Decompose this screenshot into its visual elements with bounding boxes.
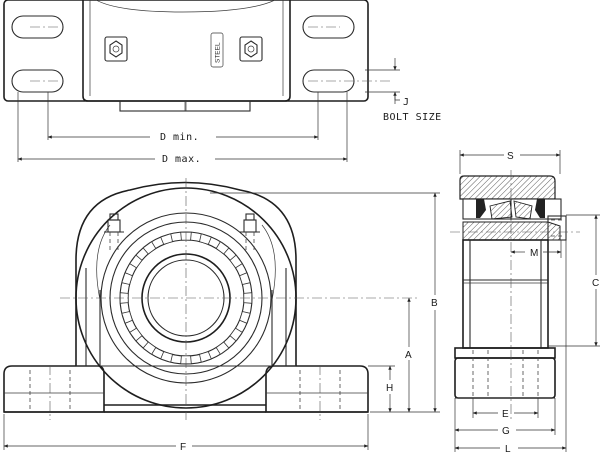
collar-tooth [142, 341, 157, 355]
side-view: S M C E G L [450, 150, 600, 455]
base-left-pad [3, 365, 105, 413]
dim-label-b: B [431, 298, 438, 309]
dim-label-a: A [405, 350, 412, 361]
collar-tooth [229, 254, 243, 269]
locking-collar-teeth [119, 231, 253, 365]
collar-tooth [215, 341, 230, 355]
grease-fitting-icon [104, 36, 128, 62]
base-plate-outline [3, 0, 369, 102]
dim-label-bolt-size: BOLT SIZE [383, 112, 442, 123]
grease-fitting-icon [104, 213, 124, 233]
dim-label-d-max: D max. [162, 154, 201, 165]
dim-label-f: F [180, 442, 186, 453]
grease-fitting-icon [239, 36, 263, 62]
collar-tooth [142, 241, 157, 255]
dim-label-m: M [530, 248, 538, 259]
svg-text:STEEL: STEEL [215, 42, 222, 63]
steel-stamp: STEEL [210, 32, 224, 68]
housing-outline [75, 181, 297, 366]
inner-ring-section [462, 221, 561, 241]
collar-tooth [160, 233, 173, 245]
collar-tooth [229, 327, 243, 342]
bolt-slot [11, 69, 64, 93]
collar-tooth [160, 351, 173, 363]
cap-section [459, 175, 556, 200]
front-view: B A H F [3, 178, 440, 453]
collar-tooth [199, 233, 212, 245]
grease-fitting-icon [240, 213, 260, 233]
bolt-slot [11, 15, 64, 39]
collar-tooth [215, 241, 230, 255]
base-right-pad [265, 365, 369, 413]
dim-label-c: C [592, 278, 599, 289]
dim-label-j: J [403, 97, 410, 108]
collar-tooth [119, 292, 129, 304]
housing-outline [82, 0, 291, 102]
dim-label-g: G [502, 426, 510, 437]
collar-tooth [129, 254, 143, 269]
collar-tooth [129, 327, 143, 342]
collar-tooth [121, 272, 133, 285]
collar-tooth [199, 351, 212, 363]
dim-label-h: H [386, 383, 393, 394]
collar-tooth [239, 311, 251, 324]
bolt-slot [302, 15, 355, 39]
collar-tooth [239, 272, 251, 285]
dim-label-d-min: D min. [160, 132, 199, 143]
dim-label-s: S [507, 151, 514, 162]
side-foot [454, 357, 556, 399]
top-view: STEEL D min. D max. J BOLT SIZE [3, 0, 442, 165]
collar-tooth [121, 311, 133, 324]
dim-label-l: L [505, 444, 511, 455]
dim-label-e: E [502, 409, 509, 420]
